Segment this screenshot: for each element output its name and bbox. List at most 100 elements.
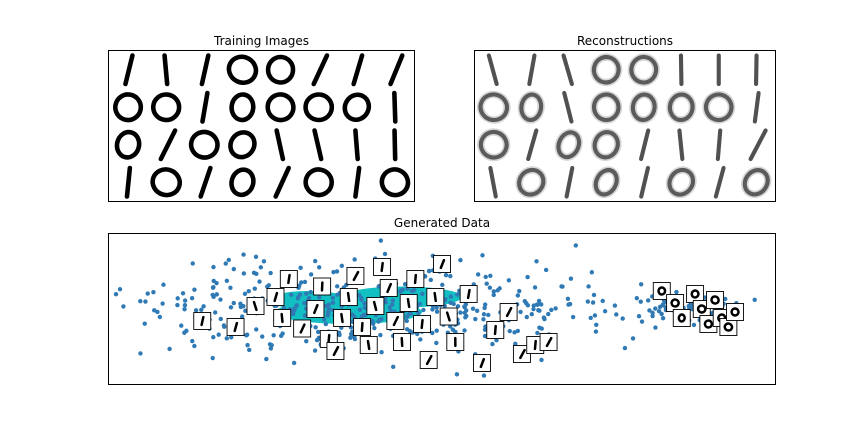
svg-train-digit-3-7-stroke <box>379 167 411 198</box>
scatter-point-289 <box>594 322 599 328</box>
scatter-point-210 <box>568 276 574 281</box>
scatter-point-559 <box>549 307 554 313</box>
svg-train-digit-3-3 <box>229 167 256 198</box>
thumbnail-6 <box>306 300 325 318</box>
thumbnail-digit-39 <box>690 289 700 299</box>
svg-train-digit-2-5-stroke <box>312 128 324 162</box>
scatter-point-225 <box>189 295 195 301</box>
thumbnail-7 <box>313 277 332 296</box>
svg-train-digit-2-2-stroke <box>188 129 220 160</box>
thumbnail-digit-22-stroke <box>433 291 437 303</box>
thumbnail-0 <box>193 312 212 330</box>
thumbnail-digit-28 <box>493 324 497 336</box>
scatter-point-242 <box>304 339 309 344</box>
scatter-point-415 <box>362 305 368 310</box>
svg-train-digit-1-1 <box>150 92 182 123</box>
svg-recon-digit-2-2-halo <box>554 128 583 161</box>
thumbnail-digit-35-stroke <box>366 339 371 351</box>
scatter-point-329 <box>335 284 340 289</box>
thumbnail-digit-1-stroke <box>233 321 239 333</box>
scatter-point-66 <box>560 284 565 289</box>
scatter-point-276 <box>639 319 645 324</box>
scatter-point-301 <box>487 285 493 290</box>
scatter-point-137 <box>404 318 409 324</box>
scatter-point-4 <box>428 277 433 283</box>
thumbnail-10 <box>339 288 358 306</box>
scatter-point-489 <box>656 308 662 314</box>
thumbnail-digit-13 <box>372 300 378 312</box>
scatter-point-193 <box>268 346 274 351</box>
svg-train-digit-3-4 <box>273 165 291 199</box>
thumbnail-digit-45 <box>730 307 740 317</box>
thumbnail-digit-21-stroke <box>425 354 433 366</box>
thumbnail-digit-39-stroke <box>690 289 700 299</box>
scatter-point-564 <box>585 299 591 304</box>
scatter-point-29 <box>352 257 357 262</box>
thumbnail-19 <box>406 270 425 288</box>
scatter-point-181 <box>379 350 384 355</box>
svg-train-digit-1-5-stroke <box>303 92 335 123</box>
scatter-point-94 <box>323 321 329 327</box>
scatter-point-87 <box>331 269 336 275</box>
scatter-point-189 <box>372 325 377 331</box>
svg-recon-digit-3-6 <box>713 165 726 199</box>
svg-train-digit-2-6-stroke <box>353 128 360 162</box>
scatter-point-215 <box>214 292 220 297</box>
scatter-point-422 <box>430 307 435 312</box>
svg-recon-digit-3-0-stroke <box>488 165 498 199</box>
scatter-point-427 <box>155 309 160 315</box>
svg-recon-digit-1-1 <box>517 90 545 124</box>
thumbnail-digit-34 <box>332 345 340 357</box>
scatter-point-115 <box>417 301 422 307</box>
thumbnail-digit-37-stroke <box>670 298 680 308</box>
svg-recon-digit-2-7 <box>748 128 768 162</box>
svg-recon-digit-3-3-halo <box>592 166 621 199</box>
svg-recon-digit-3-7-halo <box>741 166 772 199</box>
scatter-point-487 <box>600 298 605 304</box>
scatter-point-126 <box>383 300 389 305</box>
thumbnail-digit-38 <box>677 313 686 323</box>
svg-recon-digit-1-4 <box>629 90 659 124</box>
svg-recon-digit-1-1-stroke <box>519 92 544 123</box>
scatter-point-561 <box>546 311 551 317</box>
scatter-point-207 <box>464 313 469 319</box>
scatter-point-104 <box>473 316 478 322</box>
scatter-point-122 <box>229 335 234 340</box>
scatter-point-496 <box>650 310 655 316</box>
scatter-point-147 <box>247 347 252 353</box>
svg-train-digit-0-3-stroke <box>226 54 259 86</box>
training-images-grid <box>113 53 411 199</box>
svg-train-digit-0-5-stroke <box>311 53 330 87</box>
scatter-point-35 <box>470 306 476 311</box>
thumbnail-digit-5-stroke <box>299 323 306 334</box>
thumbnail-digit-45-stroke <box>730 307 740 317</box>
thumbnail-frame-37 <box>666 294 685 312</box>
scatter-point-175 <box>302 300 307 306</box>
scatter-point-416 <box>391 364 396 370</box>
svg-recon-digit-0-4-stroke <box>629 54 659 85</box>
scatter-point-437 <box>192 343 197 349</box>
scatter-point-138 <box>199 307 204 313</box>
thumbnail-17 <box>393 333 411 351</box>
svg-recon-digit-2-3 <box>590 128 622 162</box>
svg-recon-digit-0-3 <box>590 53 623 87</box>
scatter-point-214 <box>254 327 259 332</box>
scatter-point-228 <box>313 258 318 264</box>
scatter-point-401 <box>491 289 496 294</box>
thumbnail-digit-0 <box>200 315 205 327</box>
thumbnail-40 <box>692 300 711 318</box>
svg-recon-digit-1-6-stroke <box>703 92 734 123</box>
scatter-point-45 <box>398 288 403 293</box>
scatter-point-281 <box>291 360 297 366</box>
training-images-title: Training Images <box>214 34 309 48</box>
thumbnail-digit-4 <box>287 273 291 285</box>
scatter-point-421 <box>241 303 246 309</box>
scatter-point-91 <box>334 269 340 274</box>
scatter-point-80 <box>271 333 276 338</box>
scatter-point-109 <box>157 314 163 320</box>
scatter-point-347 <box>612 303 618 308</box>
svg-train-digit-3-2-stroke <box>198 165 213 199</box>
thumbnail-18 <box>399 294 418 312</box>
scatter-point-101 <box>430 330 435 336</box>
scatter-point-463 <box>314 338 320 343</box>
